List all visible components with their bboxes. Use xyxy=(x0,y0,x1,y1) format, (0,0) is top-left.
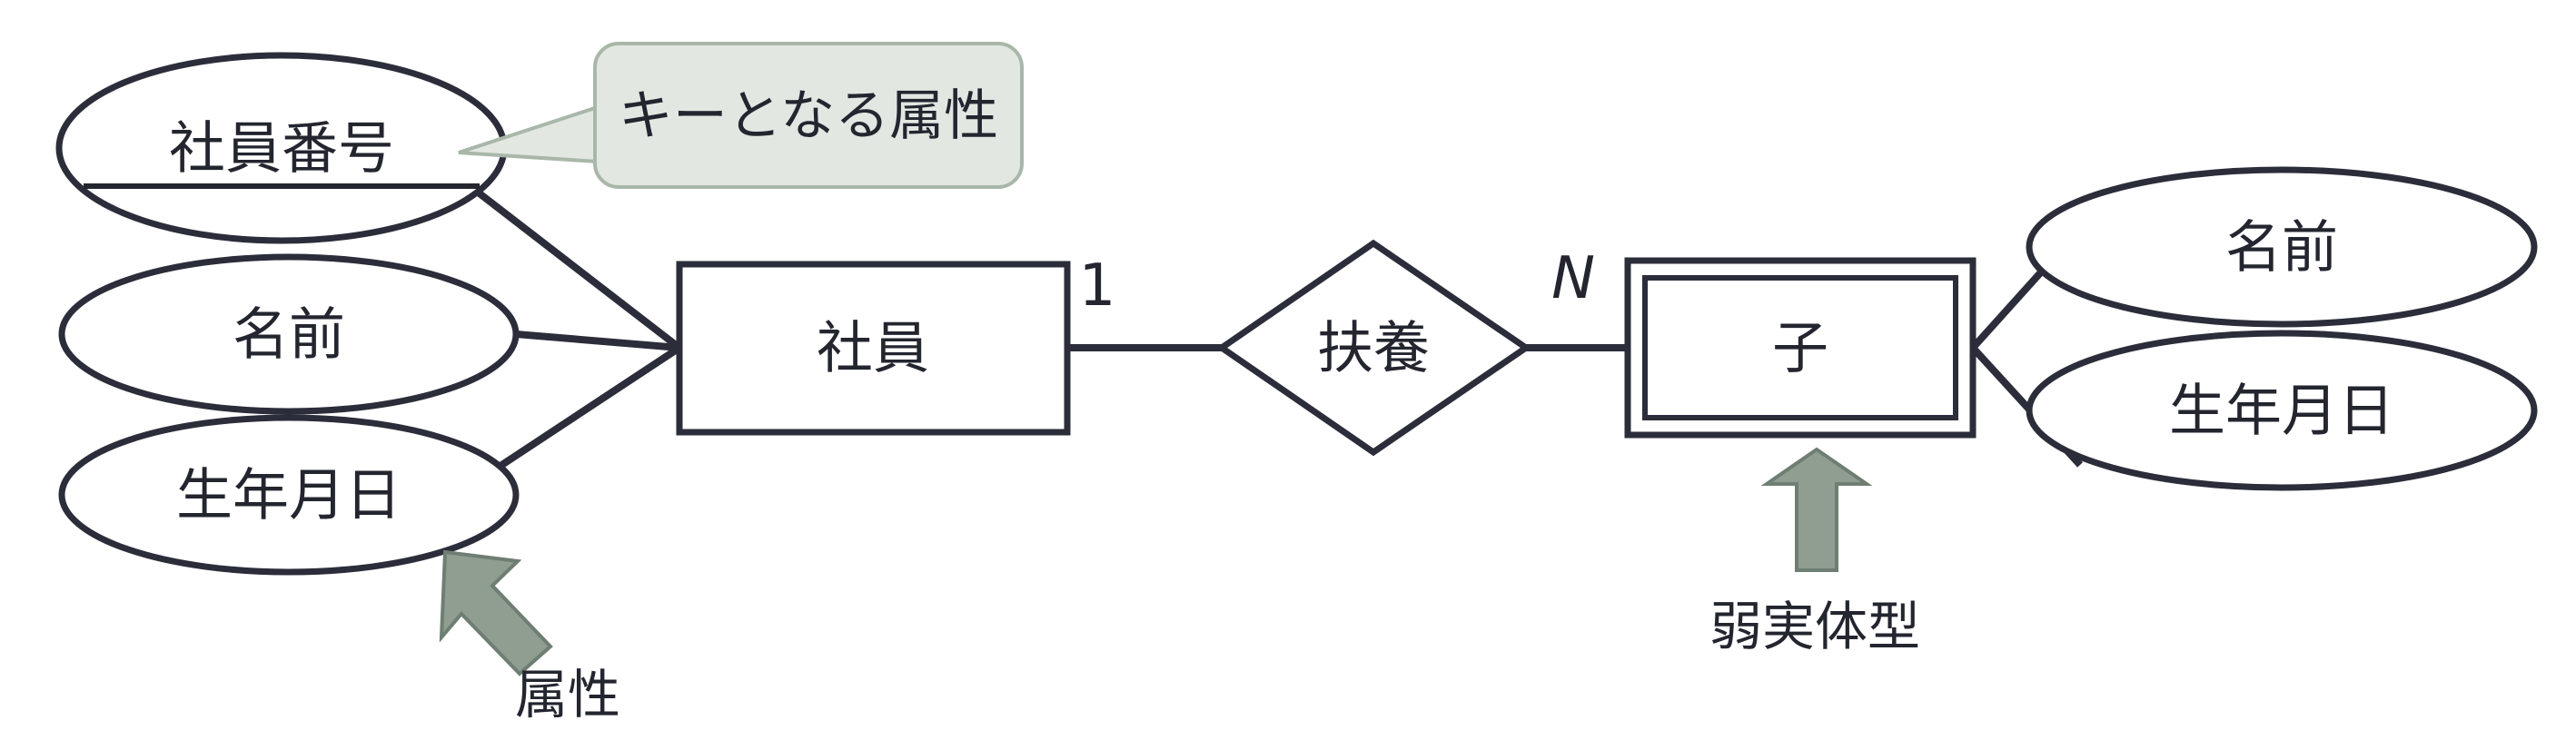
attribute-ellipse xyxy=(58,414,520,576)
connector-employee-birthdate xyxy=(495,344,682,471)
annotation-label: 弱実体型 xyxy=(1709,596,1920,657)
attribute-label: 名前 xyxy=(233,301,345,368)
attribute-arrow-icon xyxy=(439,549,553,676)
cardinality-left: 1 xyxy=(1079,252,1116,320)
entity-rect xyxy=(676,261,1071,436)
annotation-label: 属性 xyxy=(515,664,620,725)
callout-body xyxy=(593,42,1024,189)
attribute-label: 名前 xyxy=(2225,214,2338,281)
attribute-employee-birthdate[interactable]: 生年月日 xyxy=(58,414,520,576)
attribute-label: 社員番号 xyxy=(169,115,394,182)
callout-key-attribute[interactable]: キーとなる属性 xyxy=(458,42,1024,189)
relationship-diamond xyxy=(1215,239,1532,457)
weak-entity-arrow-icon xyxy=(1760,447,1873,572)
attribute-employee-name[interactable]: 名前 xyxy=(58,253,520,415)
attribute-ellipse xyxy=(2026,166,2538,328)
callout-label: キーとなる属性 xyxy=(619,84,998,148)
entity-child[interactable]: 子 xyxy=(1624,257,1977,439)
weak-entity-inner-rect xyxy=(1642,275,1958,420)
annotation-attribute: 属性 xyxy=(439,549,620,725)
attribute-ellipse xyxy=(58,253,520,415)
relationship-label: 扶養 xyxy=(1317,315,1430,381)
attribute-child-name[interactable]: 名前 xyxy=(2026,166,2538,328)
entity-label: 子 xyxy=(1772,315,1828,381)
entity-label: 社員 xyxy=(817,315,929,381)
cardinality-right: N xyxy=(1551,245,1595,312)
entity-employee[interactable]: 社員 xyxy=(676,261,1071,436)
connector-employee-name xyxy=(515,331,680,351)
attribute-child-birthdate[interactable]: 生年月日 xyxy=(2026,330,2538,491)
attribute-label: 生年月日 xyxy=(2169,378,2394,444)
relationship-support[interactable]: 扶養 xyxy=(1215,239,1532,457)
weak-entity-outer-rect xyxy=(1624,257,1977,439)
annotation-weak-entity: 弱実体型 xyxy=(1709,447,1920,657)
attribute-label: 生年月日 xyxy=(176,462,401,528)
attribute-employee-id[interactable]: 社員番号 xyxy=(55,52,508,244)
attribute-ellipse xyxy=(2026,330,2538,491)
connector-group xyxy=(470,184,2083,471)
connector-employee-id xyxy=(470,184,682,351)
